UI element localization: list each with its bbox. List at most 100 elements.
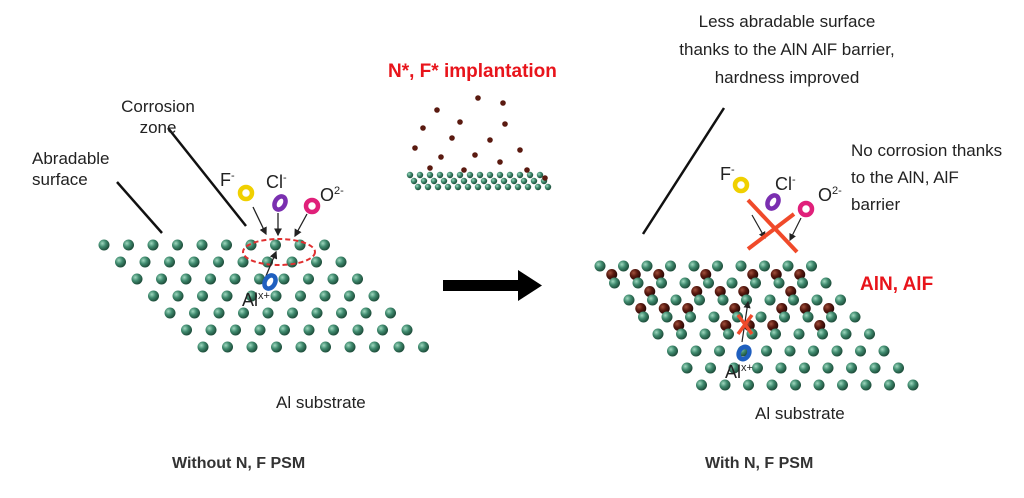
al-atom <box>377 324 388 336</box>
al-atom <box>460 177 468 185</box>
implanted-atom <box>729 303 741 314</box>
al-atom <box>802 311 814 323</box>
al-atom <box>594 260 606 272</box>
al-atom <box>694 294 705 306</box>
al-atom <box>506 171 514 179</box>
al-atom <box>474 183 482 191</box>
al-atom <box>696 379 707 391</box>
implanted-atom <box>823 303 835 314</box>
implant-particle <box>434 107 440 113</box>
al-atom <box>500 177 508 185</box>
al-atom <box>221 290 233 302</box>
al-atom <box>454 183 462 191</box>
al-atom <box>652 328 664 340</box>
al-atom <box>623 294 635 306</box>
f-ion-label: F- <box>220 170 235 190</box>
implanted-atom <box>785 286 797 297</box>
implantation-label: N*, F* implantation <box>388 61 557 82</box>
al-atom <box>726 277 738 289</box>
al-atom <box>705 362 716 374</box>
al-atom <box>670 294 682 306</box>
implant-particle <box>475 95 481 101</box>
al-atom <box>712 260 723 272</box>
al-atom <box>681 362 693 374</box>
al-atom <box>303 324 315 336</box>
al-atom <box>761 345 772 357</box>
al-atom <box>703 277 714 289</box>
cl-ion-icon <box>765 193 781 211</box>
al-atom <box>790 379 801 391</box>
no-corrosion-label: No corrosion thanks to the AlN, AlF barr… <box>851 141 1003 214</box>
implanted-atom <box>799 303 811 314</box>
implanted-atom <box>635 303 647 314</box>
al-atom <box>840 328 852 340</box>
al-atom <box>270 290 282 302</box>
al-atom <box>237 256 249 268</box>
al-atom <box>826 311 837 323</box>
al-atom <box>436 171 444 179</box>
al-atom <box>434 183 442 191</box>
al-atom <box>544 183 552 191</box>
al-atom <box>534 183 542 191</box>
al-atom <box>755 311 767 323</box>
al-atom <box>759 260 770 272</box>
al-atom <box>271 341 282 353</box>
al-atom <box>238 307 249 319</box>
al-atom <box>849 311 861 323</box>
al-atom <box>735 260 747 272</box>
al-atom <box>750 277 761 289</box>
al-atom <box>869 362 881 374</box>
al-atom <box>319 239 330 251</box>
al-atom <box>690 345 702 357</box>
implanted-atom <box>653 269 665 280</box>
al-atom <box>609 277 620 289</box>
al-atom <box>466 171 474 179</box>
al-atom <box>719 379 731 391</box>
process-arrow-icon <box>443 270 542 301</box>
al-atom <box>311 307 323 319</box>
left-substrate-label: Al substrate <box>276 393 366 412</box>
implanted-atom <box>644 286 656 297</box>
al-atom <box>444 183 452 191</box>
al-atom <box>766 379 778 391</box>
al-atom <box>420 177 428 185</box>
f-ion-icon <box>237 184 255 202</box>
al-atom <box>368 290 380 302</box>
al-atom <box>520 177 528 185</box>
al-atom <box>197 341 209 353</box>
al-atom <box>410 177 418 185</box>
al-atom <box>806 260 817 272</box>
al-atom <box>360 307 372 319</box>
al-atom <box>98 239 110 251</box>
implanted-atom <box>747 269 759 280</box>
al-atom <box>450 177 458 185</box>
al-atom <box>907 379 919 391</box>
al-atom <box>893 362 904 374</box>
implant-particle <box>517 147 523 153</box>
implant-particle <box>420 125 426 131</box>
implanted-atom <box>794 269 806 280</box>
al-atom <box>793 328 805 340</box>
al-atom <box>728 362 740 374</box>
al-atom <box>661 311 673 323</box>
al-atom <box>352 324 364 336</box>
implanted-atom <box>770 269 782 280</box>
blocked-cross-icon <box>746 198 799 254</box>
al-atom <box>741 294 752 306</box>
al-atom <box>860 379 872 391</box>
o-ion-icon <box>797 200 815 218</box>
al-atom <box>618 260 629 272</box>
al-atom <box>516 171 524 179</box>
al-atom <box>524 183 532 191</box>
al-atom <box>418 341 429 353</box>
implant-particle <box>412 145 418 151</box>
implanted-atom <box>720 320 732 331</box>
al-atom <box>164 307 176 319</box>
implant-particle <box>497 159 503 165</box>
al-atom <box>638 311 649 323</box>
al-ion-label: Alx+ <box>725 362 753 382</box>
implanted-atom <box>776 303 788 314</box>
al-atom <box>699 328 711 340</box>
implant-particle <box>502 121 508 127</box>
o-ion-label: O2- <box>818 185 842 205</box>
